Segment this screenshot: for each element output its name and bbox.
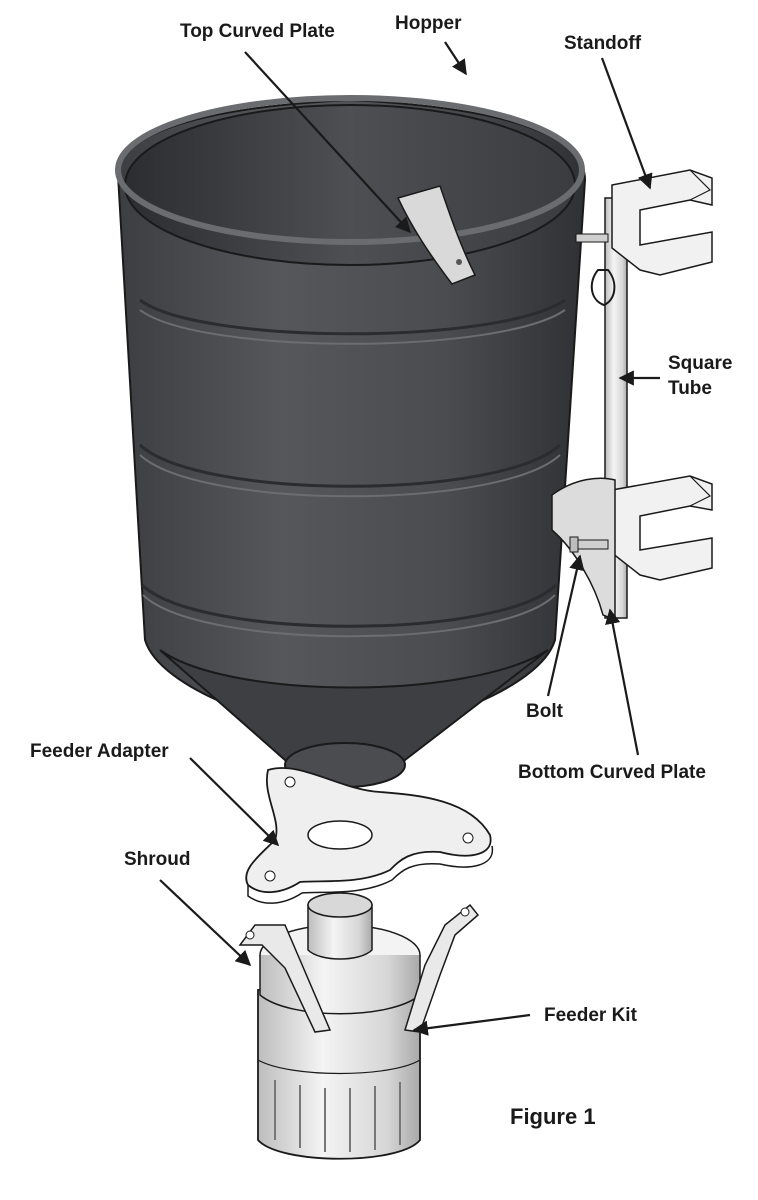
feeder-kit [257,892,421,1160]
label-top-curved-plate: Top Curved Plate [180,21,335,42]
arrow-bottom-curved-plate [605,608,640,756]
label-bolt: Bolt [526,701,563,722]
arrow-bolt [546,554,585,697]
callout-arrows [159,41,660,1036]
hopper [115,95,587,788]
arrow-feeder-adapter [189,757,280,847]
arrow-feeder-kit [412,1013,531,1036]
label-hopper: Hopper [395,13,462,34]
label-bottom-curved-plate: Bottom Curved Plate [518,762,706,783]
label-feeder-adapter: Feeder Adapter [30,741,169,762]
label-shroud: Shroud [124,849,191,870]
bolt [569,536,609,553]
shroud [238,903,480,1033]
arrow-standoff [600,57,653,190]
arrow-top-curved-plate [244,51,412,234]
arrow-shroud [159,879,252,967]
feeder-adapter [245,767,494,904]
label-feeder-kit: Feeder Kit [544,1005,637,1026]
arrow-hopper [444,41,467,76]
top-curved-plate [396,185,477,285]
label-standoff: Standoff [564,33,642,54]
figure-caption: Figure 1 [510,1104,596,1129]
label-square-tube-line1: Square [668,353,733,374]
label-square-tube-line2: Tube [668,378,712,399]
